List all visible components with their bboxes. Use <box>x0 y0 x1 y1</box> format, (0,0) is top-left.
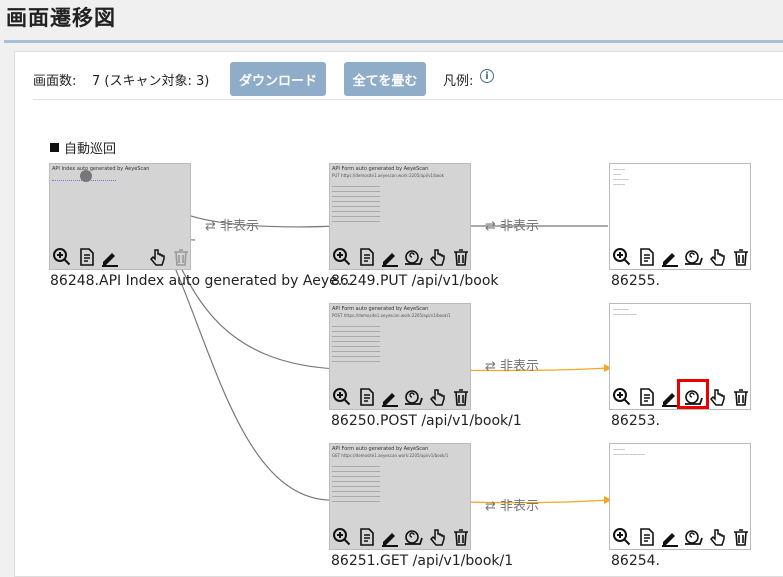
zoom-in-icon[interactable] <box>332 247 352 267</box>
square-bullet-icon <box>50 143 59 152</box>
pencil-icon[interactable] <box>660 247 680 267</box>
collapse-all-button[interactable]: 全てを畳む <box>344 62 426 96</box>
zoom-in-icon[interactable] <box>612 387 632 407</box>
thumb-url: GET https://demosite1.aeyescan.work:2205… <box>332 453 449 458</box>
trash-icon[interactable] <box>731 247 751 267</box>
pointer-hand-icon[interactable] <box>427 387 447 407</box>
document-icon[interactable] <box>357 527 377 547</box>
thumb-form <box>332 182 380 226</box>
thumb-url: POST https://demosite1.aeyescan.work:220… <box>332 313 451 318</box>
node-label-86253[interactable]: 86253. <box>611 413 660 429</box>
node-86253[interactable]: —————————— <box>609 303 751 410</box>
download-button[interactable]: ダウンロード <box>230 62 326 96</box>
arrowhead-86254 <box>604 496 612 504</box>
node-86254[interactable]: ——————————— <box>609 443 751 550</box>
node-86249[interactable]: API Form auto generated by AeyeScan PUT … <box>329 163 471 270</box>
trash-icon[interactable] <box>451 527 471 547</box>
thumb-title: API Form auto generated by AeyeScan <box>332 166 429 172</box>
document-icon[interactable] <box>77 247 97 267</box>
thumb-link <box>52 174 116 181</box>
thumb-text-lines: —————————— <box>613 307 637 317</box>
zoom-in-icon[interactable] <box>612 527 632 547</box>
node-actions <box>330 385 472 409</box>
hide-toggle-86251[interactable]: ⇄ 非表示 <box>485 499 540 514</box>
node-86251[interactable]: API Form auto generated by AeyeScan GET … <box>329 443 471 550</box>
zoom-in-icon[interactable] <box>612 247 632 267</box>
pointer-hand-icon[interactable] <box>427 527 447 547</box>
node-actions <box>330 525 472 549</box>
pencil-icon[interactable] <box>380 247 400 267</box>
node-label-86255[interactable]: 86255. <box>611 273 660 289</box>
trash-icon-disabled <box>171 247 191 267</box>
pencil-icon[interactable] <box>380 387 400 407</box>
trash-icon[interactable] <box>451 247 471 267</box>
trash-icon[interactable] <box>731 387 751 407</box>
pencil-icon[interactable] <box>380 527 400 547</box>
node-86255[interactable]: ———————————— <box>609 163 751 270</box>
pointer-hand-icon[interactable] <box>427 247 447 267</box>
hide-toggle-86250[interactable]: ⇄ 非表示 <box>485 359 540 374</box>
document-icon[interactable] <box>637 247 657 267</box>
node-86248[interactable]: API Index auto generated by AeyeScan <box>49 163 191 270</box>
pointer-hand-icon[interactable] <box>707 247 727 267</box>
thumb-form <box>332 462 380 506</box>
node-label-86248[interactable]: 86248.API Index auto generated by Aeye..… <box>50 273 352 289</box>
snail-icon[interactable] <box>683 247 703 267</box>
zoom-in-icon[interactable] <box>52 247 72 267</box>
hide-toggle-86249[interactable]: ⇄ 非表示 <box>485 219 540 234</box>
pencil-icon[interactable] <box>660 527 680 547</box>
node-actions <box>330 245 472 269</box>
snail-icon[interactable] <box>403 527 423 547</box>
snail-icon[interactable] <box>403 387 423 407</box>
node-actions <box>50 245 192 269</box>
document-icon[interactable] <box>637 527 657 547</box>
screen-count-label: 画面数: <box>33 74 77 89</box>
section-title-text: 自動巡回 <box>64 142 117 157</box>
toolbar-divider <box>33 99 783 100</box>
thumb-url: PUT https://demosite1.aeyescan.work:2205… <box>332 173 445 178</box>
pointer-hand-icon[interactable] <box>707 527 727 547</box>
pencil-icon[interactable] <box>100 247 120 267</box>
node-label-86249[interactable]: 86249.PUT /api/v1/book <box>331 273 499 289</box>
node-actions <box>610 525 752 549</box>
section-title: 自動巡回 <box>50 138 116 157</box>
pencil-icon[interactable] <box>660 387 680 407</box>
thumb-title: API Form auto generated by AeyeScan <box>332 306 429 312</box>
document-icon[interactable] <box>357 387 377 407</box>
zoom-in-icon[interactable] <box>332 387 352 407</box>
snail-icon-highlight <box>677 379 709 409</box>
pointer-hand-icon[interactable] <box>707 387 727 407</box>
pointer-hand-icon[interactable] <box>147 247 167 267</box>
trash-icon[interactable] <box>451 387 471 407</box>
thumb-text-lines: ———————————— <box>613 167 629 187</box>
info-icon[interactable]: i <box>480 69 494 83</box>
document-icon[interactable] <box>637 387 657 407</box>
node-actions <box>610 385 752 409</box>
arrowhead-86253 <box>604 364 612 372</box>
legend-label: 凡例: <box>443 74 474 89</box>
thumb-form <box>332 322 380 366</box>
snail-icon[interactable] <box>403 247 423 267</box>
hide-toggle-86248[interactable]: ⇄ 非表示 <box>205 219 260 234</box>
page-title: 画面遷移図 <box>6 6 116 30</box>
trash-icon[interactable] <box>731 527 751 547</box>
document-icon[interactable] <box>357 247 377 267</box>
snail-icon[interactable] <box>683 527 703 547</box>
zoom-in-icon[interactable] <box>332 527 352 547</box>
node-label-86251[interactable]: 86251.GET /api/v1/book/1 <box>331 553 514 569</box>
node-actions <box>610 245 752 269</box>
thumb-text-lines: ——————————— <box>613 447 645 457</box>
node-label-86250[interactable]: 86250.POST /api/v1/book/1 <box>331 413 522 429</box>
snail-icon[interactable] <box>683 387 703 407</box>
node-label-86254[interactable]: 86254. <box>611 553 660 569</box>
screen-count-value: 7 (スキャン対象: 3) <box>92 74 210 89</box>
thumb-title: API Index auto generated by AeyeScan <box>52 166 150 172</box>
node-86250[interactable]: API Form auto generated by AeyeScan POST… <box>329 303 471 410</box>
thumb-title: API Form auto generated by AeyeScan <box>332 446 429 452</box>
title-divider <box>4 40 783 43</box>
